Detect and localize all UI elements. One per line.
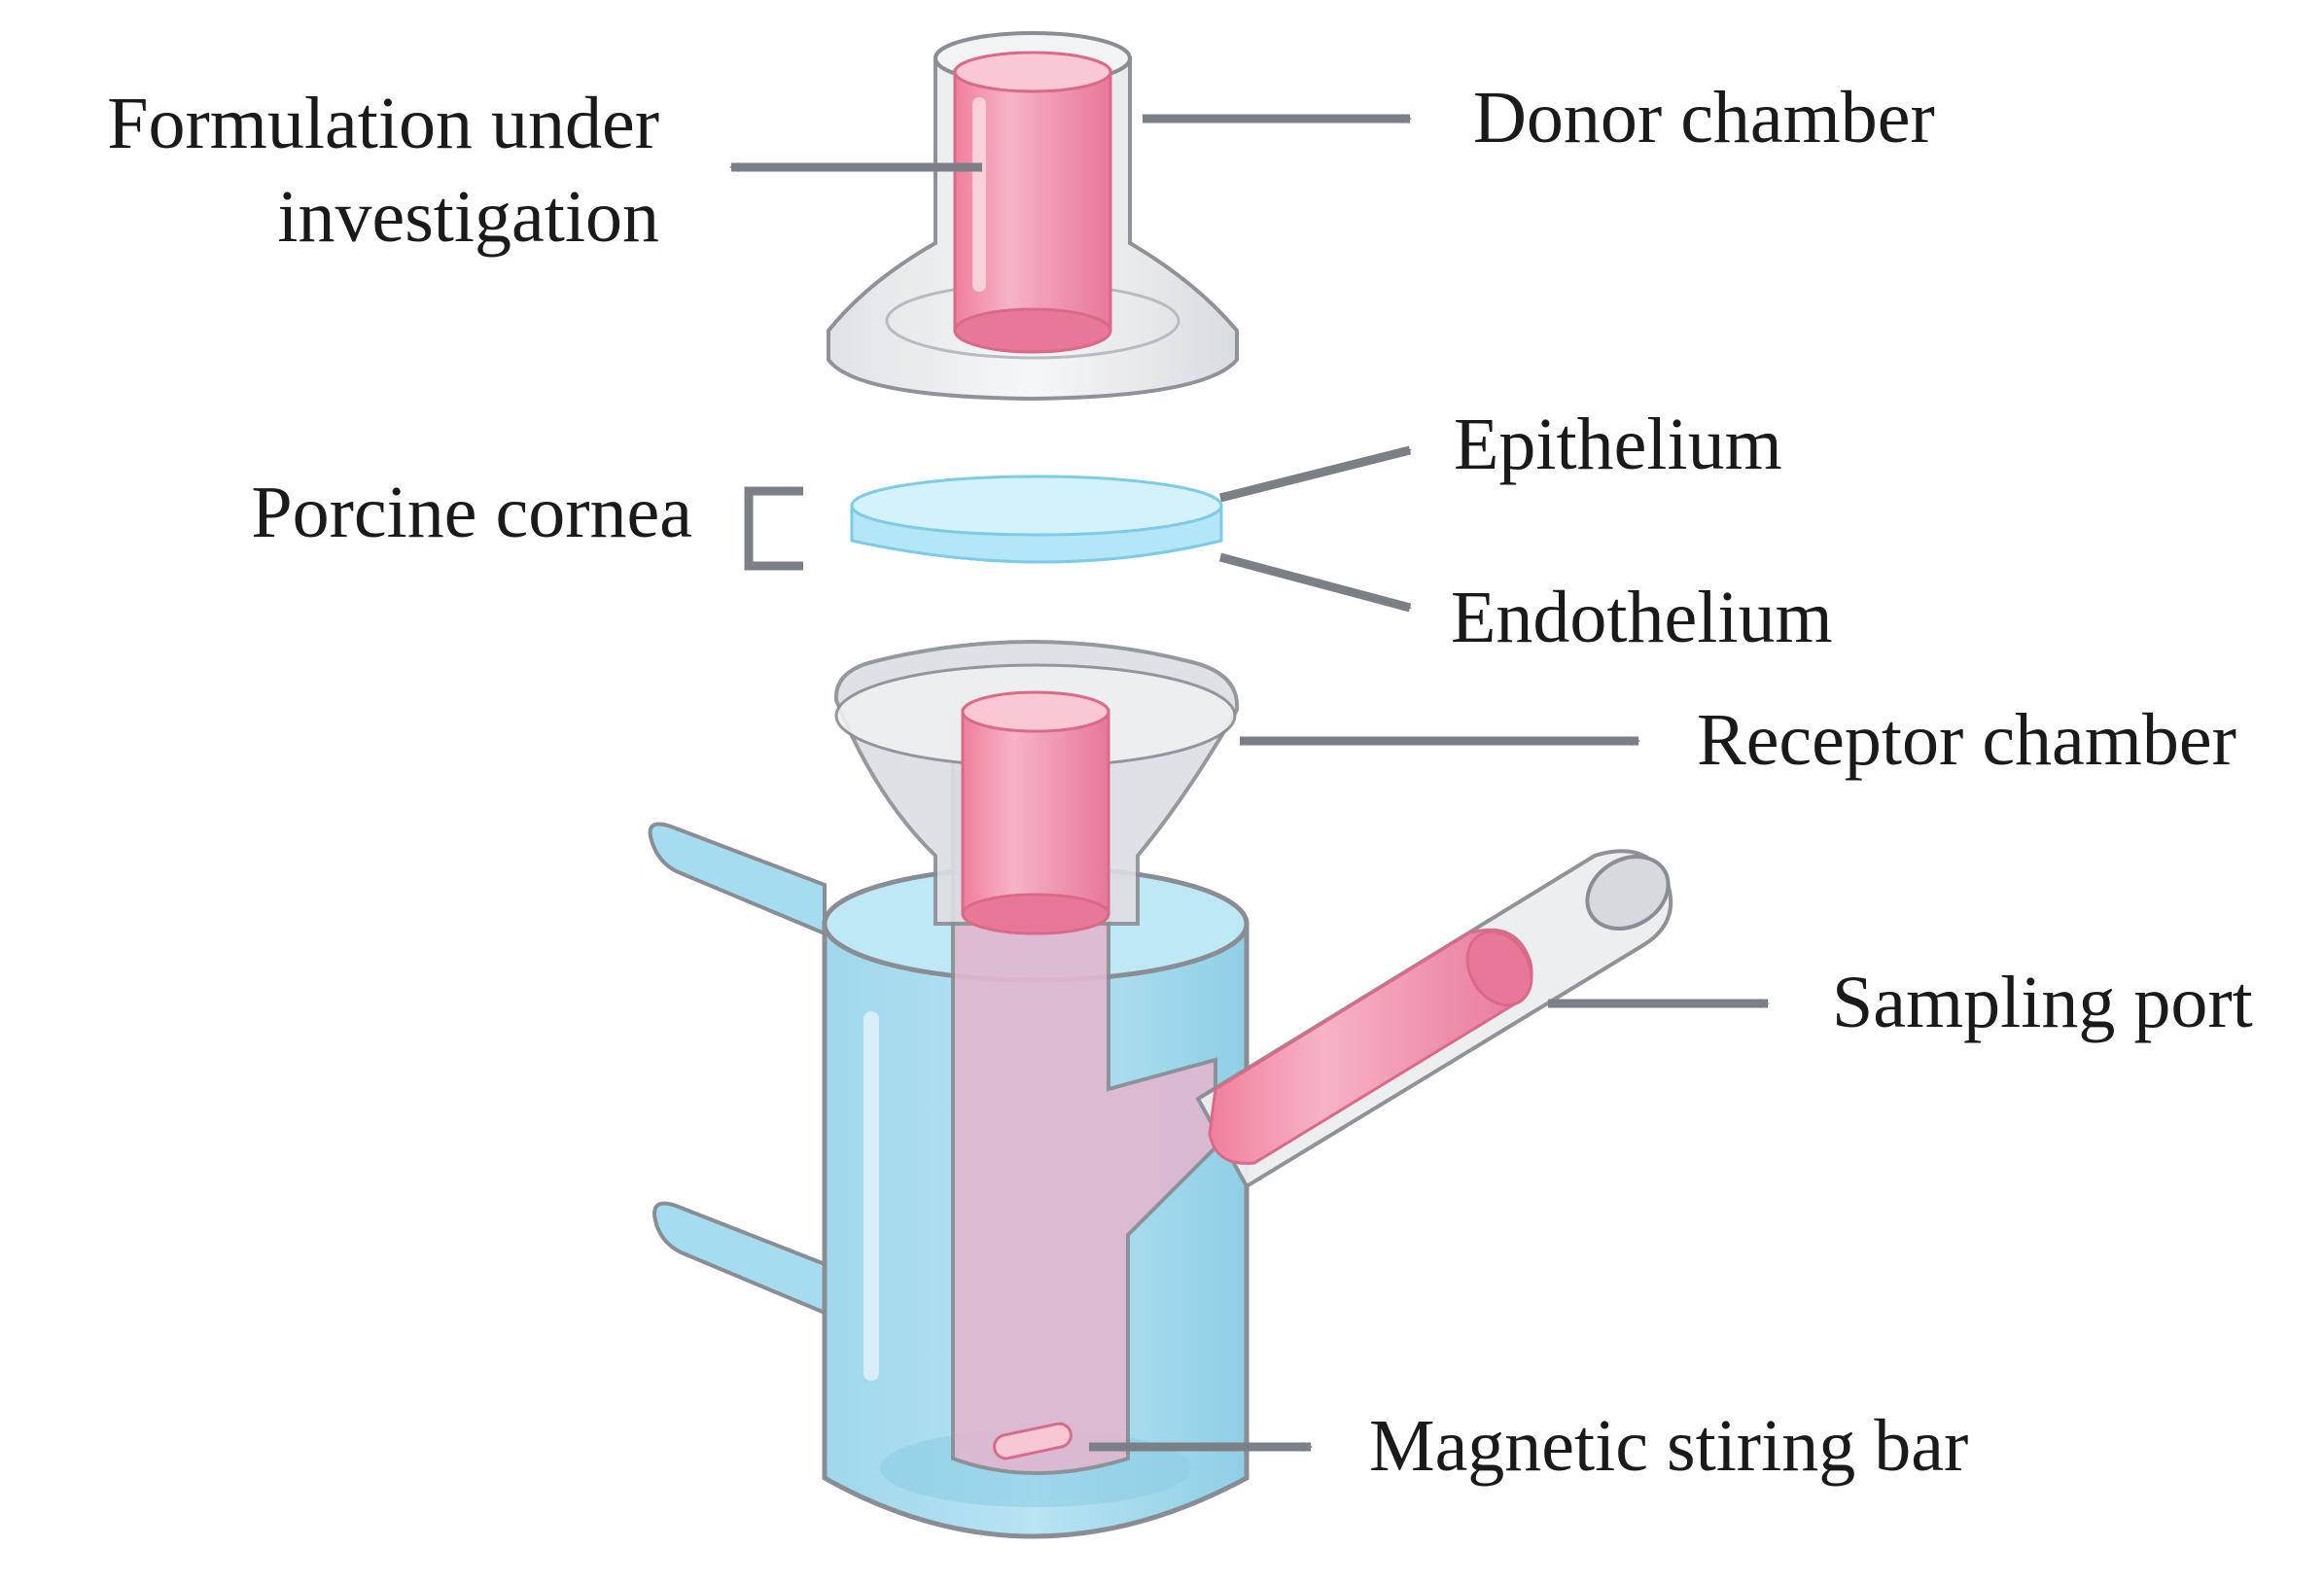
receptor-pink-column-top (961, 690, 1110, 733)
sampling-port-opening (1585, 855, 1671, 931)
label-endothelium: Endothelium (1451, 577, 1833, 658)
label-magnetic-stirring-bar: Magnetic stiring bar (1369, 1405, 1968, 1487)
formulation-cylinder-bottom (953, 307, 1112, 354)
porcine-cornea (744, 475, 1223, 571)
receptor-chamber (648, 640, 1250, 1539)
receptor-pink-column (961, 708, 1110, 916)
cornea-disc-top (850, 475, 1223, 537)
jacket-inlet-lower (652, 1201, 827, 1317)
label-donor-chamber: Donor chamber (1473, 77, 1935, 158)
arrow-epithelium (1218, 445, 1412, 503)
label-epithelium: Epithelium (1454, 404, 1782, 485)
labels: Formulation under investigation Donor ch… (107, 77, 2253, 1487)
label-formulation-line2: investigation (277, 176, 659, 258)
jacket-inlet-upper (648, 822, 827, 937)
label-receptor-chamber: Receptor chamber (1697, 699, 2236, 781)
label-porcine-cornea: Porcine cornea (251, 472, 692, 553)
receptor-pink-column-bottom (961, 893, 1110, 935)
magnetic-stirring-bar (993, 1422, 1073, 1460)
donor-glass-highlight (972, 97, 986, 292)
arrow-endothelium (1218, 552, 1412, 613)
donor-chamber (827, 31, 1239, 402)
annotation-arrows (729, 114, 1770, 1452)
sampling-port (1195, 849, 1673, 1189)
jacket-highlight (863, 1011, 879, 1381)
formulation-cylinder-top (953, 51, 1112, 93)
cornea-bracket (744, 486, 803, 571)
label-sampling-port: Sampling port (1832, 962, 2253, 1043)
label-formulation-line1: Formulation under (107, 83, 659, 164)
sampling-port-liquid-surface (1465, 930, 1533, 1007)
